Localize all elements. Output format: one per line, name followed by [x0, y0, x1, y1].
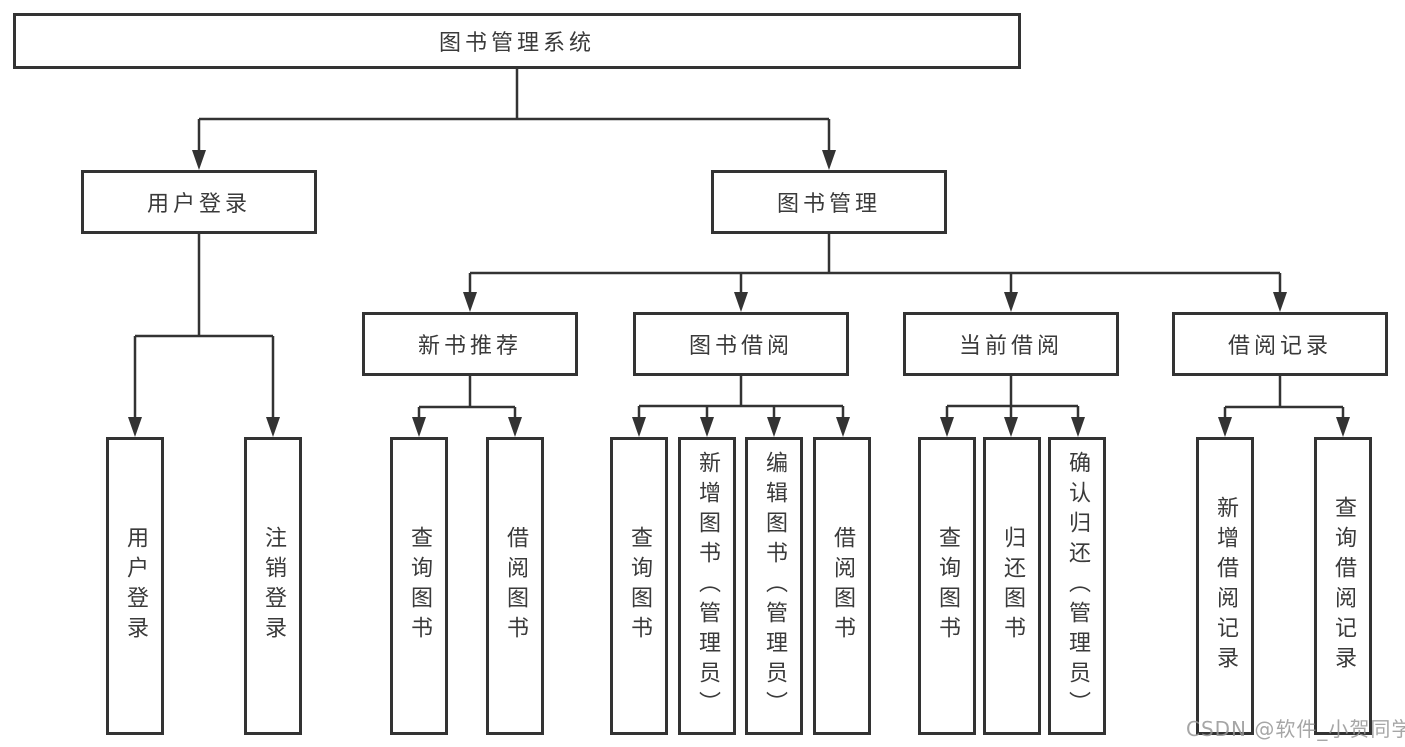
- leaf-confirm-return-admin: 确认归还（管理员）: [1048, 437, 1106, 735]
- leaf-query-books-borrow: 查询图书: [610, 437, 668, 735]
- connector-new-book-branch: [417, 375, 517, 419]
- leaf-user-login: 用户登录: [106, 437, 164, 735]
- node-book-borrow: 图书借阅: [633, 312, 849, 376]
- csdn-watermark: CSDN @软件_小贺同学: [1186, 717, 1405, 741]
- leaf-edit-books-admin: 编辑图书（管理员）: [745, 437, 803, 735]
- leaf-borrow-books: 借阅图书: [813, 437, 871, 735]
- leaf-add-books-admin: 新增图书（管理员）: [678, 437, 736, 735]
- node-library-management-system: 图书管理系统: [13, 13, 1021, 69]
- node-current-borrow: 当前借阅: [903, 312, 1119, 376]
- leaf-return-books: 归还图书: [983, 437, 1041, 735]
- connector-book-mgmt-to-level3: [468, 234, 1282, 294]
- node-new-book-recommend: 新书推荐: [362, 312, 578, 376]
- leaf-query-borrow-record: 查询借阅记录: [1314, 437, 1372, 735]
- node-book-management: 图书管理: [711, 170, 947, 234]
- connector-current-borrow-branch: [945, 375, 1080, 419]
- node-borrow-records: 借阅记录: [1172, 312, 1388, 376]
- leaf-logout: 注销登录: [244, 437, 302, 735]
- leaf-query-books-recommend: 查询图书: [390, 437, 448, 735]
- leaf-borrow-books-recommend: 借阅图书: [486, 437, 544, 735]
- leaf-add-borrow-record: 新增借阅记录: [1196, 437, 1254, 735]
- connector-book-borrow-branch: [637, 375, 845, 419]
- leaf-query-books-current: 查询图书: [918, 437, 976, 735]
- node-user-login: 用户登录: [81, 170, 317, 234]
- connector-borrow-records-branch: [1223, 375, 1345, 419]
- connector-user-login-branch: [133, 234, 275, 419]
- connector-root-to-level2: [197, 69, 831, 151]
